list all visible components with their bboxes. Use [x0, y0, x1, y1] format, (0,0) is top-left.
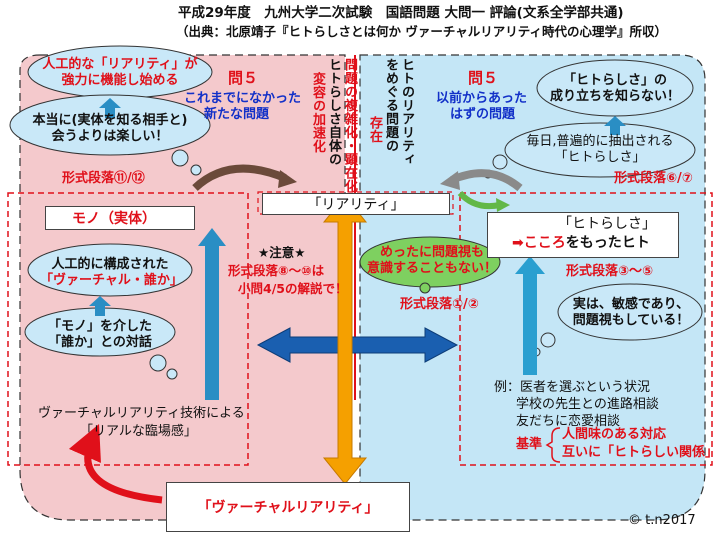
right-cloud-shapes	[483, 59, 703, 357]
cloud-everyday-line1: 毎日,普遍的に抽出される	[526, 134, 674, 149]
green-cloud-line2: 意識することもない！	[366, 261, 497, 276]
cloud-dialog-line2: 「誰か」との対話	[48, 335, 152, 350]
hito-box: 「ヒトらしさ」 ➡こころをもったヒト	[487, 212, 679, 258]
left-cloud-shapes	[9, 45, 213, 380]
brown-curve-arrow	[192, 164, 287, 191]
vertical-complexity: 問題の複雑化・顕在化	[341, 58, 357, 193]
vertical-hito-itself: ヒトらしさ自体の	[325, 58, 341, 166]
cloud-origin-line1: 「ヒトらしさ」の	[562, 73, 667, 88]
cloud-virtual-someone-line1: 人工的に構成された	[51, 257, 169, 272]
vr-tech-line1: ヴァーチャルリアリティ技術による	[38, 406, 245, 421]
green-cloud-line1: めったに問題視も	[379, 245, 484, 260]
notice-title: ★注意★	[258, 245, 306, 260]
criteria-bracket	[545, 427, 561, 463]
cloud-artificial-reality-line1: 人工的な「リアリティ」が	[42, 57, 198, 72]
vertical-hito-reality: ヒトのリアリティ	[398, 58, 414, 166]
vr-box-label: 「ヴァーチャルリアリティ」	[197, 500, 379, 516]
example-line3: 友だちに恋愛相談	[516, 414, 621, 429]
q5-right-desc-line2: はずの問題	[450, 107, 516, 122]
example-line1: 例：医者を選ぶという状況	[494, 380, 651, 395]
right-up-arrow	[604, 116, 626, 135]
left-vertical-arrow	[198, 228, 226, 400]
hito-rest-text: をもったヒト	[565, 235, 650, 251]
cloud-artificial-reality-line2: 強力に機能し始める	[61, 73, 179, 88]
page-title: 平成29年度 九州大学二次試験 国語問題 大問一 評論(文系全学部共通)	[178, 5, 624, 21]
cloud-sensitive-line1: 実は、敏感であり、	[572, 297, 690, 312]
horizontal-double-arrow	[256, 327, 459, 363]
mono-box: モノ（実体）	[45, 206, 195, 230]
copyright: © t.n2017	[628, 513, 696, 528]
mono-box-label: モノ（実体）	[72, 211, 156, 227]
red-arrow-glyph: ➡	[512, 235, 524, 251]
kokoro-text: こころ	[523, 235, 566, 251]
para-3-5: 形式段落③〜⑤	[566, 264, 654, 279]
source-subtitle: （出典：北原靖子『ヒトらしさとは何か ヴァーチャルリアリティ時代の心理学』所収）	[176, 24, 667, 39]
para-1-2: 形式段落①/②	[400, 297, 479, 312]
center-dashed-box	[257, 191, 454, 215]
para-6-7: 形式段落⑥/⑦	[614, 171, 693, 186]
notice-line2: 小問4/5の解説で！	[238, 281, 348, 296]
vertical-acceleration: 変容の加速化	[309, 72, 325, 153]
criteria-label: 基準	[516, 437, 543, 452]
reality-box: 「リアリティ」	[262, 193, 450, 215]
vr-box: 「ヴァーチャルリアリティ」	[166, 482, 410, 532]
left-dashed-box	[7, 192, 249, 466]
right-vertical-arrow	[515, 256, 545, 375]
hito-box-line1: 「ヒトらしさ」	[558, 216, 656, 232]
left-up-arrow-1	[99, 98, 121, 118]
q5-right-desc-line1: 以前からあった	[436, 91, 528, 106]
para-11-12: 形式段落⑪/⑫	[62, 171, 145, 186]
q5-right-label: 問５	[468, 69, 499, 87]
cloud-everyday-line2: 「ヒトらしさ」	[554, 150, 646, 165]
notice-line1: 形式段落⑧〜⑩は	[228, 263, 325, 278]
cloud-more-fun-line1: 本当に(実体を知る相手と)	[32, 113, 188, 128]
grey-curve-arrow	[450, 169, 523, 192]
q5-left-label: 問５	[228, 69, 259, 87]
cloud-more-fun-line2: 会うよりは楽しい！	[51, 129, 169, 144]
cloud-sensitive-line2: 問題視もしている！	[572, 313, 690, 328]
hito-box-line2: ➡こころをもったヒト	[512, 235, 650, 251]
criteria-line2: 互いに「ヒトらしい関係」	[562, 445, 719, 460]
cloud-dialog-line1: 「モノ」を介した	[47, 319, 152, 334]
criteria-line1: 人間味のある対応	[562, 427, 667, 442]
vertical-problems-around: をめぐる問題の	[382, 58, 398, 153]
green-curve-arrow	[457, 190, 501, 210]
cloud-origin-line2: 成り立ちを知らない！	[549, 89, 680, 104]
vr-tech-line2: 「リアルな臨場感」	[80, 424, 197, 439]
q5-left-desc-line2: 新たな問題	[204, 107, 270, 122]
vertical-existence: 存在	[366, 116, 382, 143]
left-up-arrow-2	[89, 296, 111, 316]
red-curve-arrow	[68, 423, 163, 504]
right-dashed-box	[459, 192, 713, 466]
q5-left-desc-line1: これまでになかった	[184, 91, 302, 106]
example-line2: 学校の先生との進路相談	[516, 397, 659, 412]
cloud-virtual-someone-line2: 「ヴァーチャル・誰か」	[40, 273, 183, 288]
